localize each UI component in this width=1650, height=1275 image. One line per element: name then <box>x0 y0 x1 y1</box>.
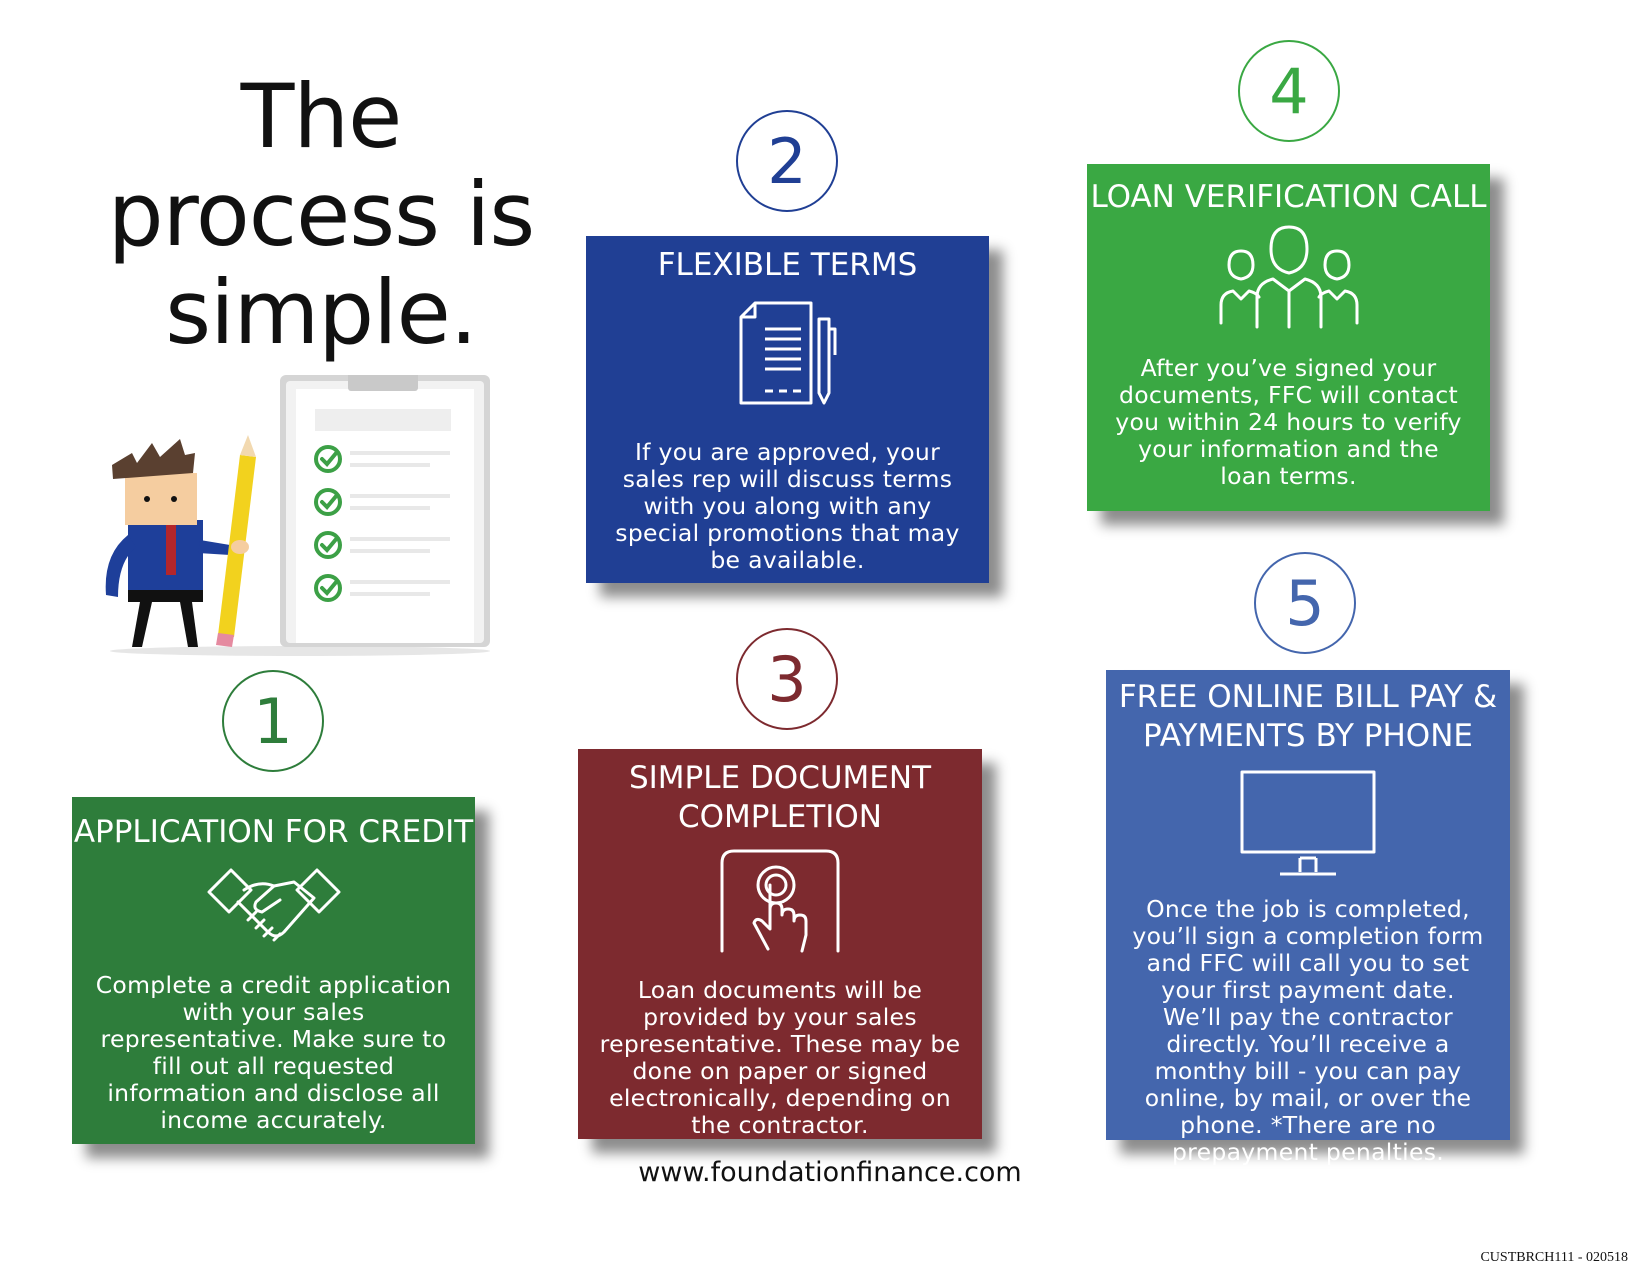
step-card-verification-call: LOAN VERIFICATION CALL After you’ve sign… <box>1087 164 1490 511</box>
step-number-1: 1 <box>222 670 324 772</box>
step-description: If you are approved, your sales rep will… <box>615 438 960 574</box>
website-url: www.foundationfinance.com <box>638 1157 1022 1188</box>
step-title: APPLICATION FOR CREDIT <box>73 814 474 850</box>
step-title: COMPLETION <box>677 799 882 835</box>
step-card-document-completion: SIMPLE DOCUMENT COMPLETION Loan document… <box>578 749 982 1139</box>
step-number-4: 4 <box>1238 40 1340 142</box>
people-group-icon <box>1219 225 1358 329</box>
step-description: After you’ve signed your documents, FFC … <box>1115 354 1462 490</box>
page-title: The process is simple. <box>107 65 535 364</box>
step-title: PAYMENTS BY PHONE <box>1143 718 1473 754</box>
step-description: Complete a credit application with your … <box>95 971 452 1134</box>
step-description: Loan documents will be provided by your … <box>599 976 961 1139</box>
step-title: FLEXIBLE TERMS <box>657 247 918 283</box>
step-title: SIMPLE DOCUMENT <box>628 760 932 796</box>
step-number-5: 5 <box>1254 552 1356 654</box>
step-title: FREE ONLINE BILL PAY & <box>1118 679 1498 715</box>
document-code: CUSTBRCH111 - 020518 <box>1480 1250 1628 1265</box>
touch-screen-icon <box>720 849 840 953</box>
businessman-checklist-illustration <box>105 375 490 656</box>
step-card-flexible-terms: FLEXIBLE TERMS If you are approved, your… <box>586 236 989 583</box>
step-title: LOAN VERIFICATION CALL <box>1090 179 1487 215</box>
document-pen-icon <box>739 301 836 405</box>
step-card-bill-pay: FREE ONLINE BILL PAY & PAYMENTS BY PHONE… <box>1106 670 1510 1166</box>
step-card-application: APPLICATION FOR CREDIT Complete a credit… <box>72 797 475 1144</box>
step-number-2: 2 <box>736 110 838 212</box>
step-description: Once the job is completed, you’ll sign a… <box>1132 895 1484 1166</box>
handshake-icon <box>207 868 340 942</box>
step-number-3: 3 <box>736 628 838 730</box>
monitor-icon <box>1240 770 1376 876</box>
